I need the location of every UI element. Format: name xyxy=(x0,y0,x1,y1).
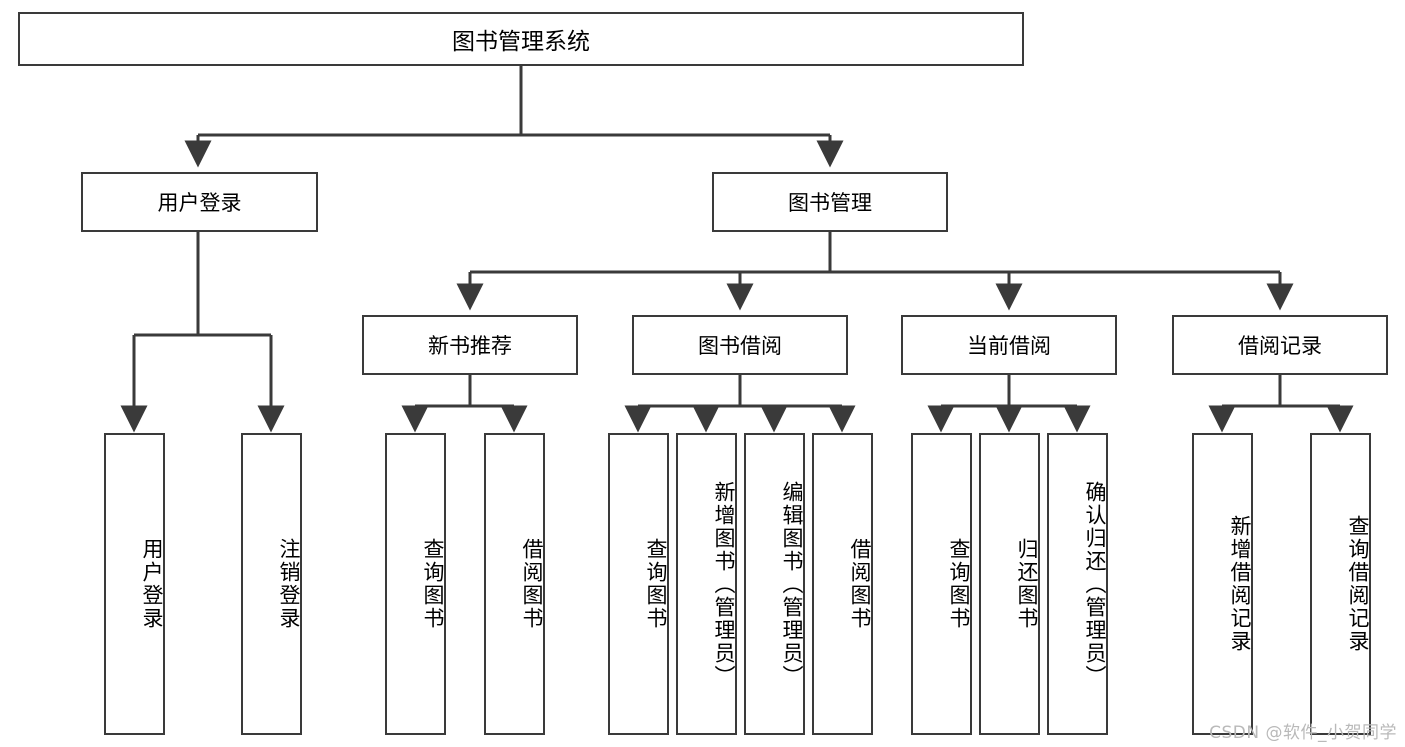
node-label: 归还图书 xyxy=(1015,538,1039,630)
node-label: 注销登录 xyxy=(277,538,301,630)
node-book-management[interactable]: 图书管理 xyxy=(712,172,948,232)
leaf-borrow-borrowbook[interactable]: 借阅图书 xyxy=(812,433,873,735)
node-label: 新增图书（管理员） xyxy=(712,480,736,688)
leaf-newbook-query[interactable]: 查询图书 xyxy=(385,433,446,735)
node-label: 查询图书 xyxy=(421,538,445,630)
node-label: 借阅记录 xyxy=(1238,334,1322,358)
node-label: 用户登录 xyxy=(140,538,164,630)
csdn-watermark: CSDN @软件_小贺同学 xyxy=(1209,723,1397,743)
node-label: 编辑图书（管理员） xyxy=(780,480,804,688)
node-label: 图书管理系统 xyxy=(452,29,590,55)
leaf-current-confirm-return-admin[interactable]: 确认归还（管理员） xyxy=(1047,433,1108,735)
node-label: 当前借阅 xyxy=(967,334,1051,358)
leaf-newbook-borrow[interactable]: 借阅图书 xyxy=(484,433,545,735)
leaf-record-add[interactable]: 新增借阅记录 xyxy=(1192,433,1253,735)
node-label: 查询借阅记录 xyxy=(1346,515,1370,653)
node-label: 查询图书 xyxy=(644,538,668,630)
node-label: 新书推荐 xyxy=(428,334,512,358)
leaf-borrow-add-admin[interactable]: 新增图书（管理员） xyxy=(676,433,737,735)
node-label: 新增借阅记录 xyxy=(1228,515,1252,653)
node-book-borrow[interactable]: 图书借阅 xyxy=(632,315,848,375)
node-root-system[interactable]: 图书管理系统 xyxy=(18,12,1024,66)
node-label: 图书借阅 xyxy=(698,334,782,358)
node-user-login[interactable]: 用户登录 xyxy=(81,172,318,232)
node-label: 用户登录 xyxy=(157,191,242,215)
node-label: 借阅图书 xyxy=(520,538,544,630)
node-current-borrow[interactable]: 当前借阅 xyxy=(901,315,1117,375)
leaf-user-logout[interactable]: 注销登录 xyxy=(241,433,302,735)
leaf-borrow-query[interactable]: 查询图书 xyxy=(608,433,669,735)
node-label: 图书管理 xyxy=(788,191,872,215)
node-label: 确认归还（管理员） xyxy=(1083,480,1107,688)
leaf-user-login[interactable]: 用户登录 xyxy=(104,433,165,735)
node-label: 借阅图书 xyxy=(848,538,872,630)
leaf-current-return[interactable]: 归还图书 xyxy=(979,433,1040,735)
node-new-book-recommend[interactable]: 新书推荐 xyxy=(362,315,578,375)
leaf-current-query[interactable]: 查询图书 xyxy=(911,433,972,735)
node-label: 查询图书 xyxy=(947,538,971,630)
leaf-record-query[interactable]: 查询借阅记录 xyxy=(1310,433,1371,735)
node-borrow-record[interactable]: 借阅记录 xyxy=(1172,315,1388,375)
leaf-borrow-edit-admin[interactable]: 编辑图书（管理员） xyxy=(744,433,805,735)
